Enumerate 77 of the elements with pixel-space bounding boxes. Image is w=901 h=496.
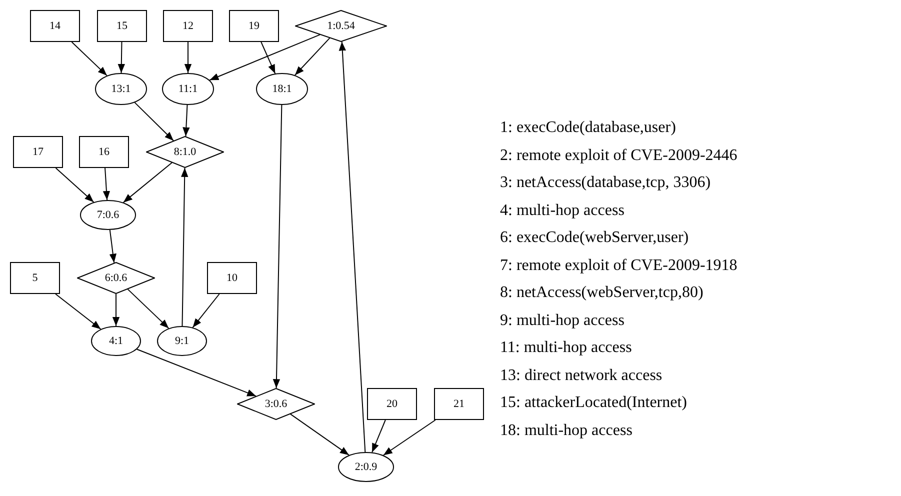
legend-text: 9: multi-hop access: [500, 310, 626, 330]
node-label: 16: [98, 146, 110, 158]
rectangle-node: [30, 10, 80, 42]
node-label: 8:1.0: [174, 146, 196, 158]
legend-text: 15: attackerLocated(Internet): [500, 393, 688, 413]
arrow: [112, 294, 120, 326]
node-label: 9:1: [174, 336, 190, 346]
node-label: 18:1: [272, 84, 292, 94]
arrow: [260, 42, 276, 74]
arrow: [294, 38, 330, 76]
arrow: [372, 420, 386, 453]
node-label: 7:0.6: [96, 210, 120, 220]
ellipse-node: [157, 326, 207, 356]
arrow: [209, 34, 320, 81]
arrow: [182, 104, 190, 137]
arrow: [127, 288, 170, 329]
node-label: 14: [50, 20, 60, 32]
arrow: [134, 102, 174, 142]
ellipse-node: [338, 452, 394, 482]
diamond-node: [295, 10, 387, 42]
legend-text: 4: multi-hop access: [500, 200, 626, 220]
arrow: [122, 162, 172, 203]
rectangle-node: [434, 388, 484, 420]
node-label: 6:0.6: [104, 272, 128, 284]
rectangle-node: [367, 388, 417, 420]
arrow: [272, 104, 282, 389]
node-label: 17: [32, 146, 44, 158]
arrow: [55, 168, 94, 203]
node-label: 5: [32, 272, 38, 284]
arrow: [71, 42, 108, 76]
rectangle-node: [229, 10, 279, 42]
arrow: [290, 414, 350, 456]
node-label: 11:1: [178, 84, 198, 94]
arrow: [136, 348, 257, 397]
rectangle-node: [207, 262, 257, 294]
node-label: 21: [454, 398, 464, 410]
arrow: [102, 168, 110, 200]
arrow: [192, 294, 220, 328]
legend-text: 18: multi-hop access: [500, 420, 634, 440]
rectangle-node: [163, 10, 213, 42]
legend-text: 8: netAccess(webServer,tcp,80): [500, 283, 704, 303]
diamond-node: [237, 388, 315, 420]
rectangle-node: [13, 136, 63, 168]
arrow: [55, 294, 102, 330]
ellipse-node: [91, 326, 141, 356]
legend-text: 6: execCode(webServer,user): [500, 228, 690, 248]
node-label: 19: [248, 20, 260, 32]
node-label: 4:1: [108, 336, 124, 346]
node-label: 13:1: [111, 84, 131, 94]
rectangle-node: [97, 10, 147, 42]
ellipse-node: [95, 73, 147, 105]
legend-text: 11: multi-hop access: [500, 338, 633, 358]
rectangle-node: [10, 262, 60, 294]
node-label: 2:0.9: [354, 462, 378, 472]
diamond-node: [77, 262, 155, 294]
arrow: [181, 167, 188, 326]
node-label: 3:0.6: [264, 398, 288, 410]
legend-text: 3: netAccess(database,tcp, 3306): [500, 173, 712, 193]
arrow: [118, 42, 125, 74]
node-label: 20: [386, 398, 398, 410]
legend-text: 7: remote exploit of CVE-2009-1918: [500, 256, 738, 276]
node-label: 15: [116, 20, 128, 32]
legend-text: 2: remote exploit of CVE-2009-2446: [500, 146, 738, 166]
arrow: [184, 42, 192, 74]
ellipse-node: [80, 200, 136, 230]
arrow: [338, 41, 366, 452]
legend-text: 1: execCode(database,user): [500, 118, 677, 138]
node-label: 12: [182, 20, 194, 32]
legend-text: 13: direct network access: [500, 366, 664, 386]
rectangle-node: [79, 136, 129, 168]
ellipse-node: [162, 73, 214, 105]
diamond-node: [146, 136, 224, 168]
arrow: [109, 229, 116, 264]
ellipse-node: [256, 73, 308, 105]
node-label: 10: [226, 272, 238, 284]
node-label: 1:0.54: [327, 20, 355, 32]
arrow: [382, 420, 436, 456]
